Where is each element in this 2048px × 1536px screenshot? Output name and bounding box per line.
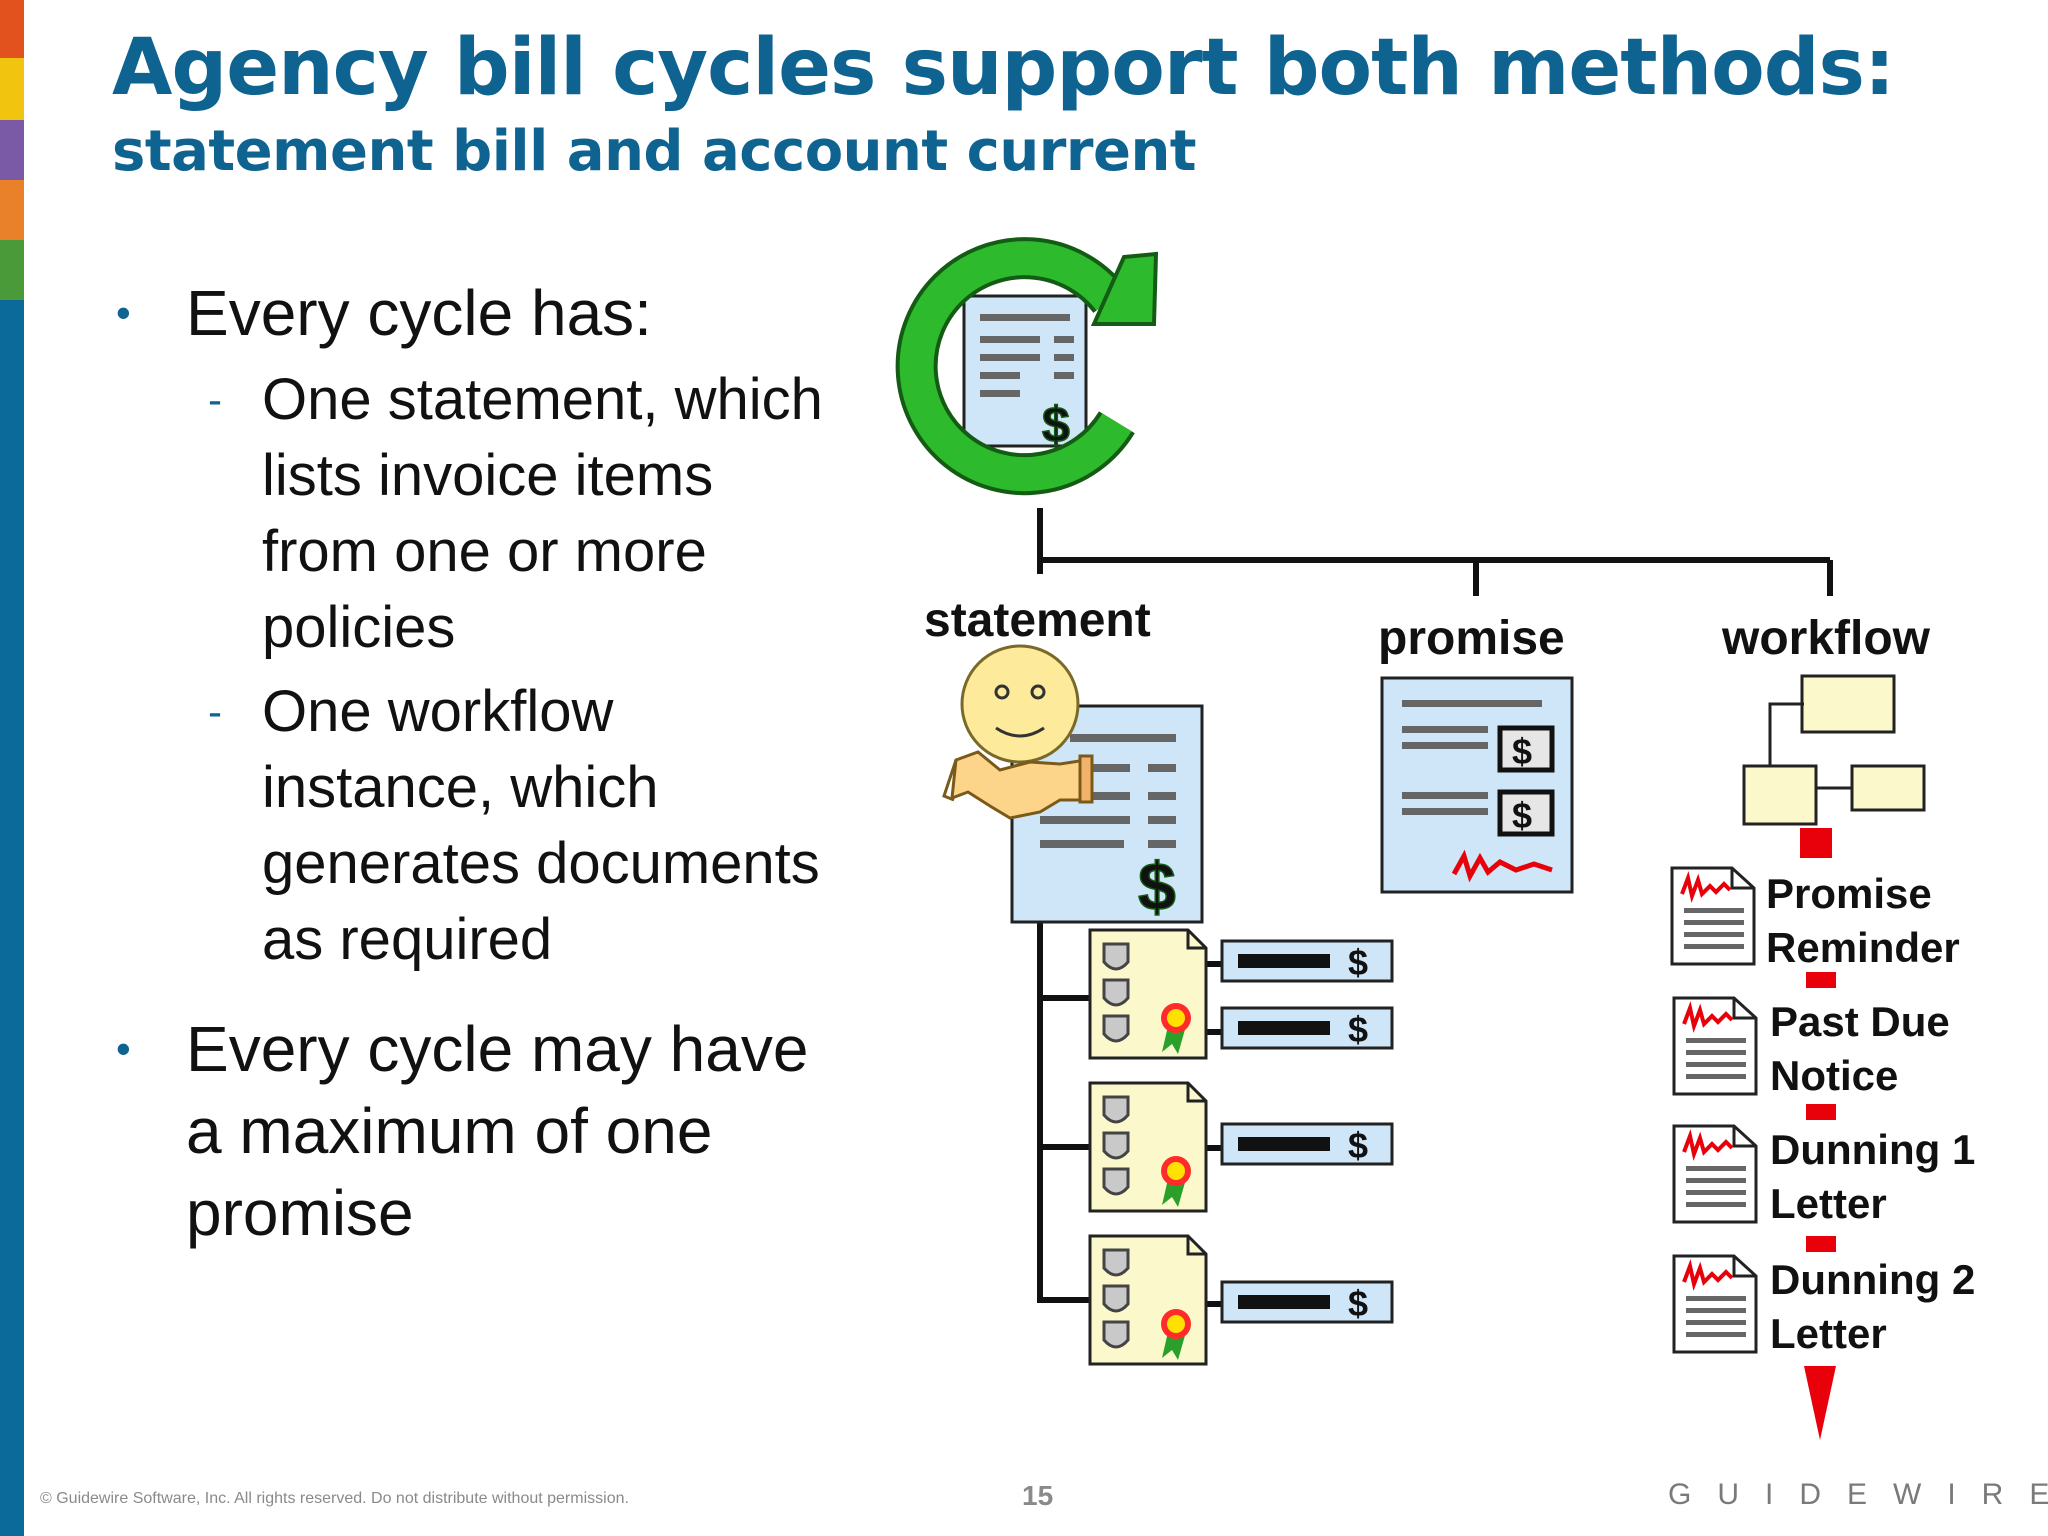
page-number: 15 [1022,1480,1054,1511]
slide-subtitle: statement bill and account current [112,119,1197,184]
policy-document-icon [1088,1234,1208,1366]
letter-document-icon [1672,1254,1758,1354]
invoice-item-icon [1220,1006,1394,1052]
smiley-face-icon [960,644,1080,764]
invoice-item-icon [1220,1122,1394,1168]
accent-segment-green [0,240,24,300]
workflow-flow-arrow [1800,828,1836,1440]
svg-text:$: $ [1512,731,1532,772]
bullet-list: • Every cycle has: - One statement, whic… [112,272,832,1254]
letter-document-icon [1672,996,1758,1096]
svg-text:$: $ [1138,849,1176,925]
svg-text:$: $ [1042,397,1070,453]
policy-document-icon [1088,1081,1208,1213]
doc-label: Promise [1766,870,1932,917]
slide-title: Agency bill cycles support both methods: [112,23,1895,113]
bullet-item: • Every cycle has: [112,272,832,354]
bullet-dot-icon: • [116,1025,131,1072]
letter-document-icon [1672,1124,1758,1224]
doc-label: Dunning 1 [1770,1126,1975,1173]
invoice-item-icon [1220,1280,1394,1326]
accent-segment-red [0,0,24,58]
connector-lines [1037,508,1833,1307]
copyright-text: © Guidewire Software, Inc. All rights re… [40,1490,629,1507]
accent-segment-orange [0,180,24,240]
bullet-text: Every cycle may have a maximum of one pr… [186,1013,809,1249]
doc-label: Past Due [1770,998,1950,1045]
statement-document: $ [1010,704,1204,926]
dash-icon: - [208,376,222,423]
svg-text:$: $ [1512,795,1532,836]
doc-label: Reminder [1766,924,1960,971]
bullet-dot-icon: • [116,289,131,336]
doc-label: Notice [1770,1052,1898,1099]
doc-label: Letter [1770,1180,1887,1227]
dash-icon: - [208,688,222,735]
promise-document: $ $ [1380,676,1574,894]
policy-document-icon [1088,928,1208,1060]
sub-bullet-item: - One statement, which lists invoice ite… [112,362,832,666]
sub-bullet-text: One statement, which lists invoice items… [262,367,823,660]
doc-label: Letter [1770,1310,1887,1357]
cycle-statement-icon: $ [962,294,1088,454]
accent-segment-yellow [0,58,24,120]
side-accent-bar [0,0,24,1536]
letter-document-icon [1670,866,1756,966]
workflow-chart-icon [1742,674,1926,826]
bullet-text: Every cycle has: [186,277,652,349]
label-statement: statement [924,594,1151,647]
doc-label: Dunning 2 [1770,1256,1975,1303]
bullet-item: • Every cycle may have a maximum of one … [112,1008,832,1254]
sub-bullet-item: - One workflow instance, which generates… [112,674,832,978]
cycle-arrow-icon [895,237,1159,496]
accent-segment-purple [0,120,24,180]
handshake-icon [942,750,1094,820]
label-workflow: workflow [1721,612,1931,665]
invoice-item-icon [1220,939,1394,985]
label-promise: promise [1378,612,1565,665]
brand-logo: GUIDEWIRE [1668,1478,2048,1511]
sub-bullet-text: One workflow instance, which generates d… [262,679,820,972]
